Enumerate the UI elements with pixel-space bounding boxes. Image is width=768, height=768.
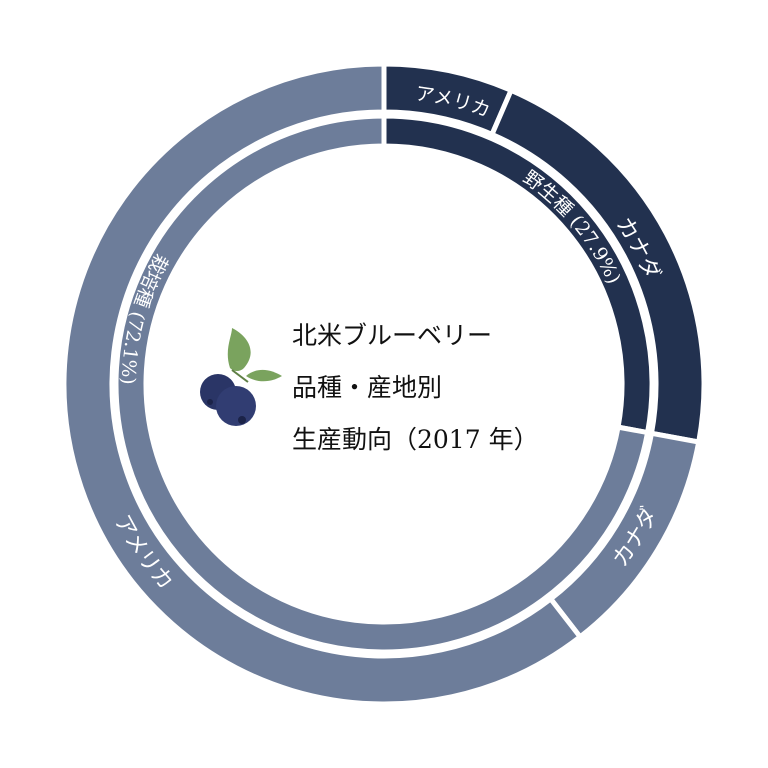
blueberry-icon xyxy=(200,328,282,426)
title-line-3: 生産動向（2017 年） xyxy=(292,425,539,454)
title-line-1: 北米ブルーベリー xyxy=(292,321,493,350)
title-line-2: 品種・産地別 xyxy=(292,373,443,402)
berry-front-icon xyxy=(216,386,256,426)
berry-crown-icon xyxy=(238,416,246,424)
center-title: 北米ブルーベリー 品種・産地別 生産動向（2017 年） xyxy=(292,310,612,466)
stem-icon xyxy=(231,369,249,383)
leaf-small-icon xyxy=(246,369,282,382)
inner-slice xyxy=(113,113,651,655)
berry-crown-icon xyxy=(207,399,213,405)
inner-ring xyxy=(113,113,655,655)
outer-ring xyxy=(61,61,707,707)
leaf-large-icon xyxy=(227,328,251,371)
outer-slice xyxy=(61,61,584,707)
